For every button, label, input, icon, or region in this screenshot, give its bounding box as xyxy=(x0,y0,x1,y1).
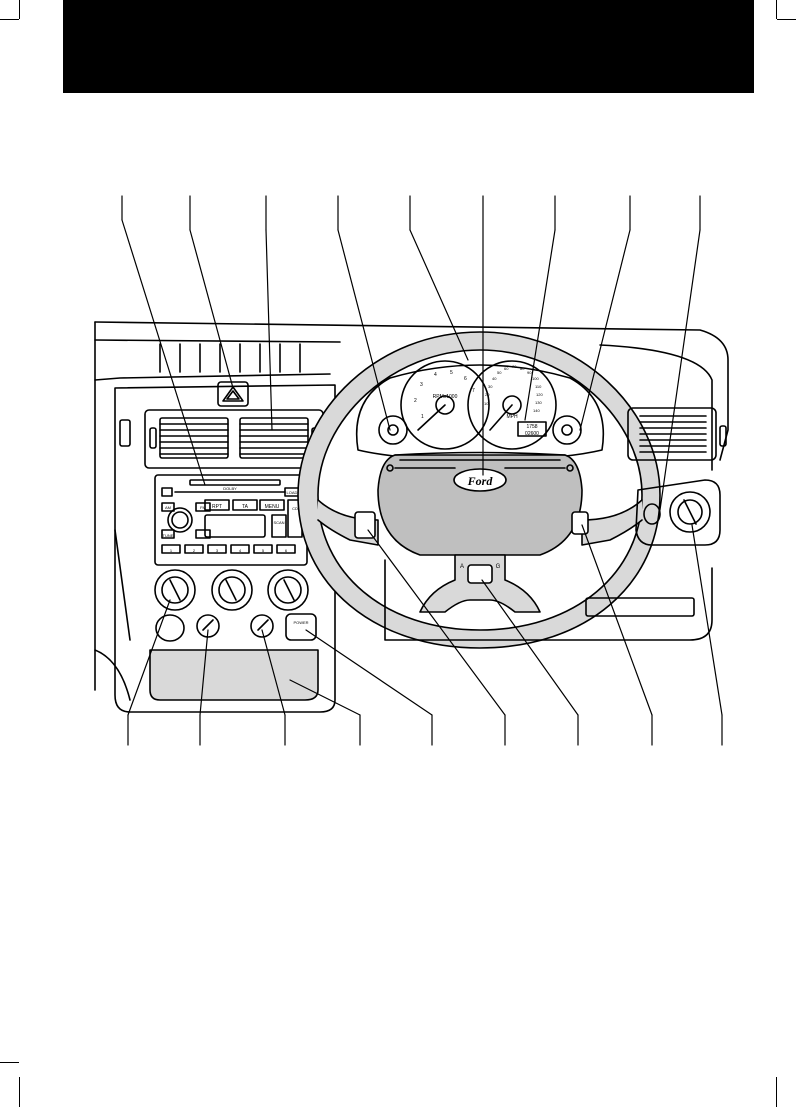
dash-brow xyxy=(94,373,331,381)
audio-btn-rpt: RPT xyxy=(212,504,222,510)
callout-lines-bottom xyxy=(127,524,723,746)
gear-label-a: A xyxy=(460,564,464,570)
audio-btn-am: AM xyxy=(165,505,171,510)
preset-6: 6 xyxy=(285,548,288,553)
speedo-mark: 120 xyxy=(536,392,543,397)
airbag-hub xyxy=(377,454,583,556)
speedo-mark: 80 xyxy=(520,366,525,371)
tach-mark: 3 xyxy=(420,382,423,388)
audio-btn-fm: FM xyxy=(200,505,206,510)
tach-mark: 1 xyxy=(421,414,424,420)
power-socket xyxy=(285,613,317,641)
speedo-mark: 130 xyxy=(535,400,542,405)
audio-btn-scan: SCAN xyxy=(273,520,284,525)
speedo-mark: 50 xyxy=(497,370,502,375)
crop-mark-top-left-h xyxy=(0,19,19,20)
speedometer-unit: MPH xyxy=(506,414,518,420)
tach-mark: 4 xyxy=(434,372,437,378)
volume-knob xyxy=(167,507,193,533)
dash-top-inner xyxy=(94,339,341,343)
crop-mark-top-right-v xyxy=(776,0,777,19)
preset-4: 4 xyxy=(239,548,242,553)
audio-btn-ta: TA xyxy=(242,504,249,510)
storage-tray xyxy=(585,597,695,617)
speedo-mark: 140 xyxy=(533,408,540,413)
ac-button xyxy=(196,614,220,638)
odometer xyxy=(517,421,547,437)
light-switch-knob xyxy=(669,491,711,533)
side-vent-left xyxy=(119,419,131,447)
hazard-switch xyxy=(217,381,249,407)
fuel-gauge xyxy=(378,415,408,445)
console-lower xyxy=(149,649,319,701)
ford-logo-oval xyxy=(453,468,507,492)
preset-1: 1 xyxy=(170,548,173,553)
side-vent-right xyxy=(627,407,717,461)
trip-value: 02600 xyxy=(525,431,539,437)
speedo-mark: 70 xyxy=(512,364,517,369)
speedo-mark: 110 xyxy=(535,384,542,389)
audio-btn-cd: CD xyxy=(292,506,298,511)
speedometer xyxy=(467,360,557,450)
cd-slot xyxy=(189,479,281,486)
audio-btn-tune: TUNE xyxy=(163,533,174,538)
audio-btn-load: LOAD xyxy=(287,490,298,495)
crop-mark-top-right-h xyxy=(777,19,796,20)
cruise-control-left xyxy=(354,511,376,539)
tachometer-unit: RPMx1000 xyxy=(433,394,458,400)
center-vent-left xyxy=(159,417,229,459)
crop-mark-bottom-right-v xyxy=(776,1077,777,1107)
center-vent-right xyxy=(239,417,309,459)
tach-mark: 6 xyxy=(464,376,467,382)
preset-5: 5 xyxy=(262,548,265,553)
callout-lines-top xyxy=(121,195,701,511)
speedo-mark: 10 xyxy=(484,401,489,406)
ford-logo-text: Ford xyxy=(467,474,494,488)
tach-mark: 2 xyxy=(414,398,417,404)
cruise-control-right xyxy=(571,511,589,535)
audio-display xyxy=(204,514,266,538)
preset-row xyxy=(161,544,296,554)
gear-label-g: G xyxy=(496,564,501,570)
top-grille xyxy=(159,343,301,373)
crop-mark-bottom-left-v xyxy=(19,1077,20,1107)
audio-btn-dolby: DOLBY xyxy=(223,486,237,491)
odometer-value: 1758 xyxy=(526,424,537,430)
header-band xyxy=(63,0,754,93)
power-switch-label: POWER xyxy=(293,620,308,625)
preset-2: 2 xyxy=(193,548,196,553)
crop-mark-bottom-left-h xyxy=(0,1062,19,1063)
light-switch-panel xyxy=(635,479,721,546)
speedo-mark: 90 xyxy=(527,370,532,375)
speedo-mark: 40 xyxy=(492,376,497,381)
dash-top-outline xyxy=(94,321,729,461)
speedo-mark: 30 xyxy=(488,384,493,389)
climate-knobs xyxy=(154,569,309,611)
speedo-mark: 100 xyxy=(532,376,539,381)
tachometer xyxy=(400,360,490,450)
temp-gauge xyxy=(552,415,582,445)
recirc-button xyxy=(250,614,274,638)
crop-mark-top-left-v xyxy=(19,0,20,19)
tach-mark: 7 xyxy=(472,388,475,394)
speedo-mark: 60 xyxy=(504,366,509,371)
lower-panel xyxy=(384,559,713,641)
speedo-mark: 20 xyxy=(485,392,490,397)
dash-right-shell xyxy=(599,344,713,471)
audio-btn-menu: MENU xyxy=(265,504,280,510)
tach-mark: 5 xyxy=(450,370,453,376)
preset-3: 3 xyxy=(216,548,219,553)
blank-switch xyxy=(155,614,185,642)
